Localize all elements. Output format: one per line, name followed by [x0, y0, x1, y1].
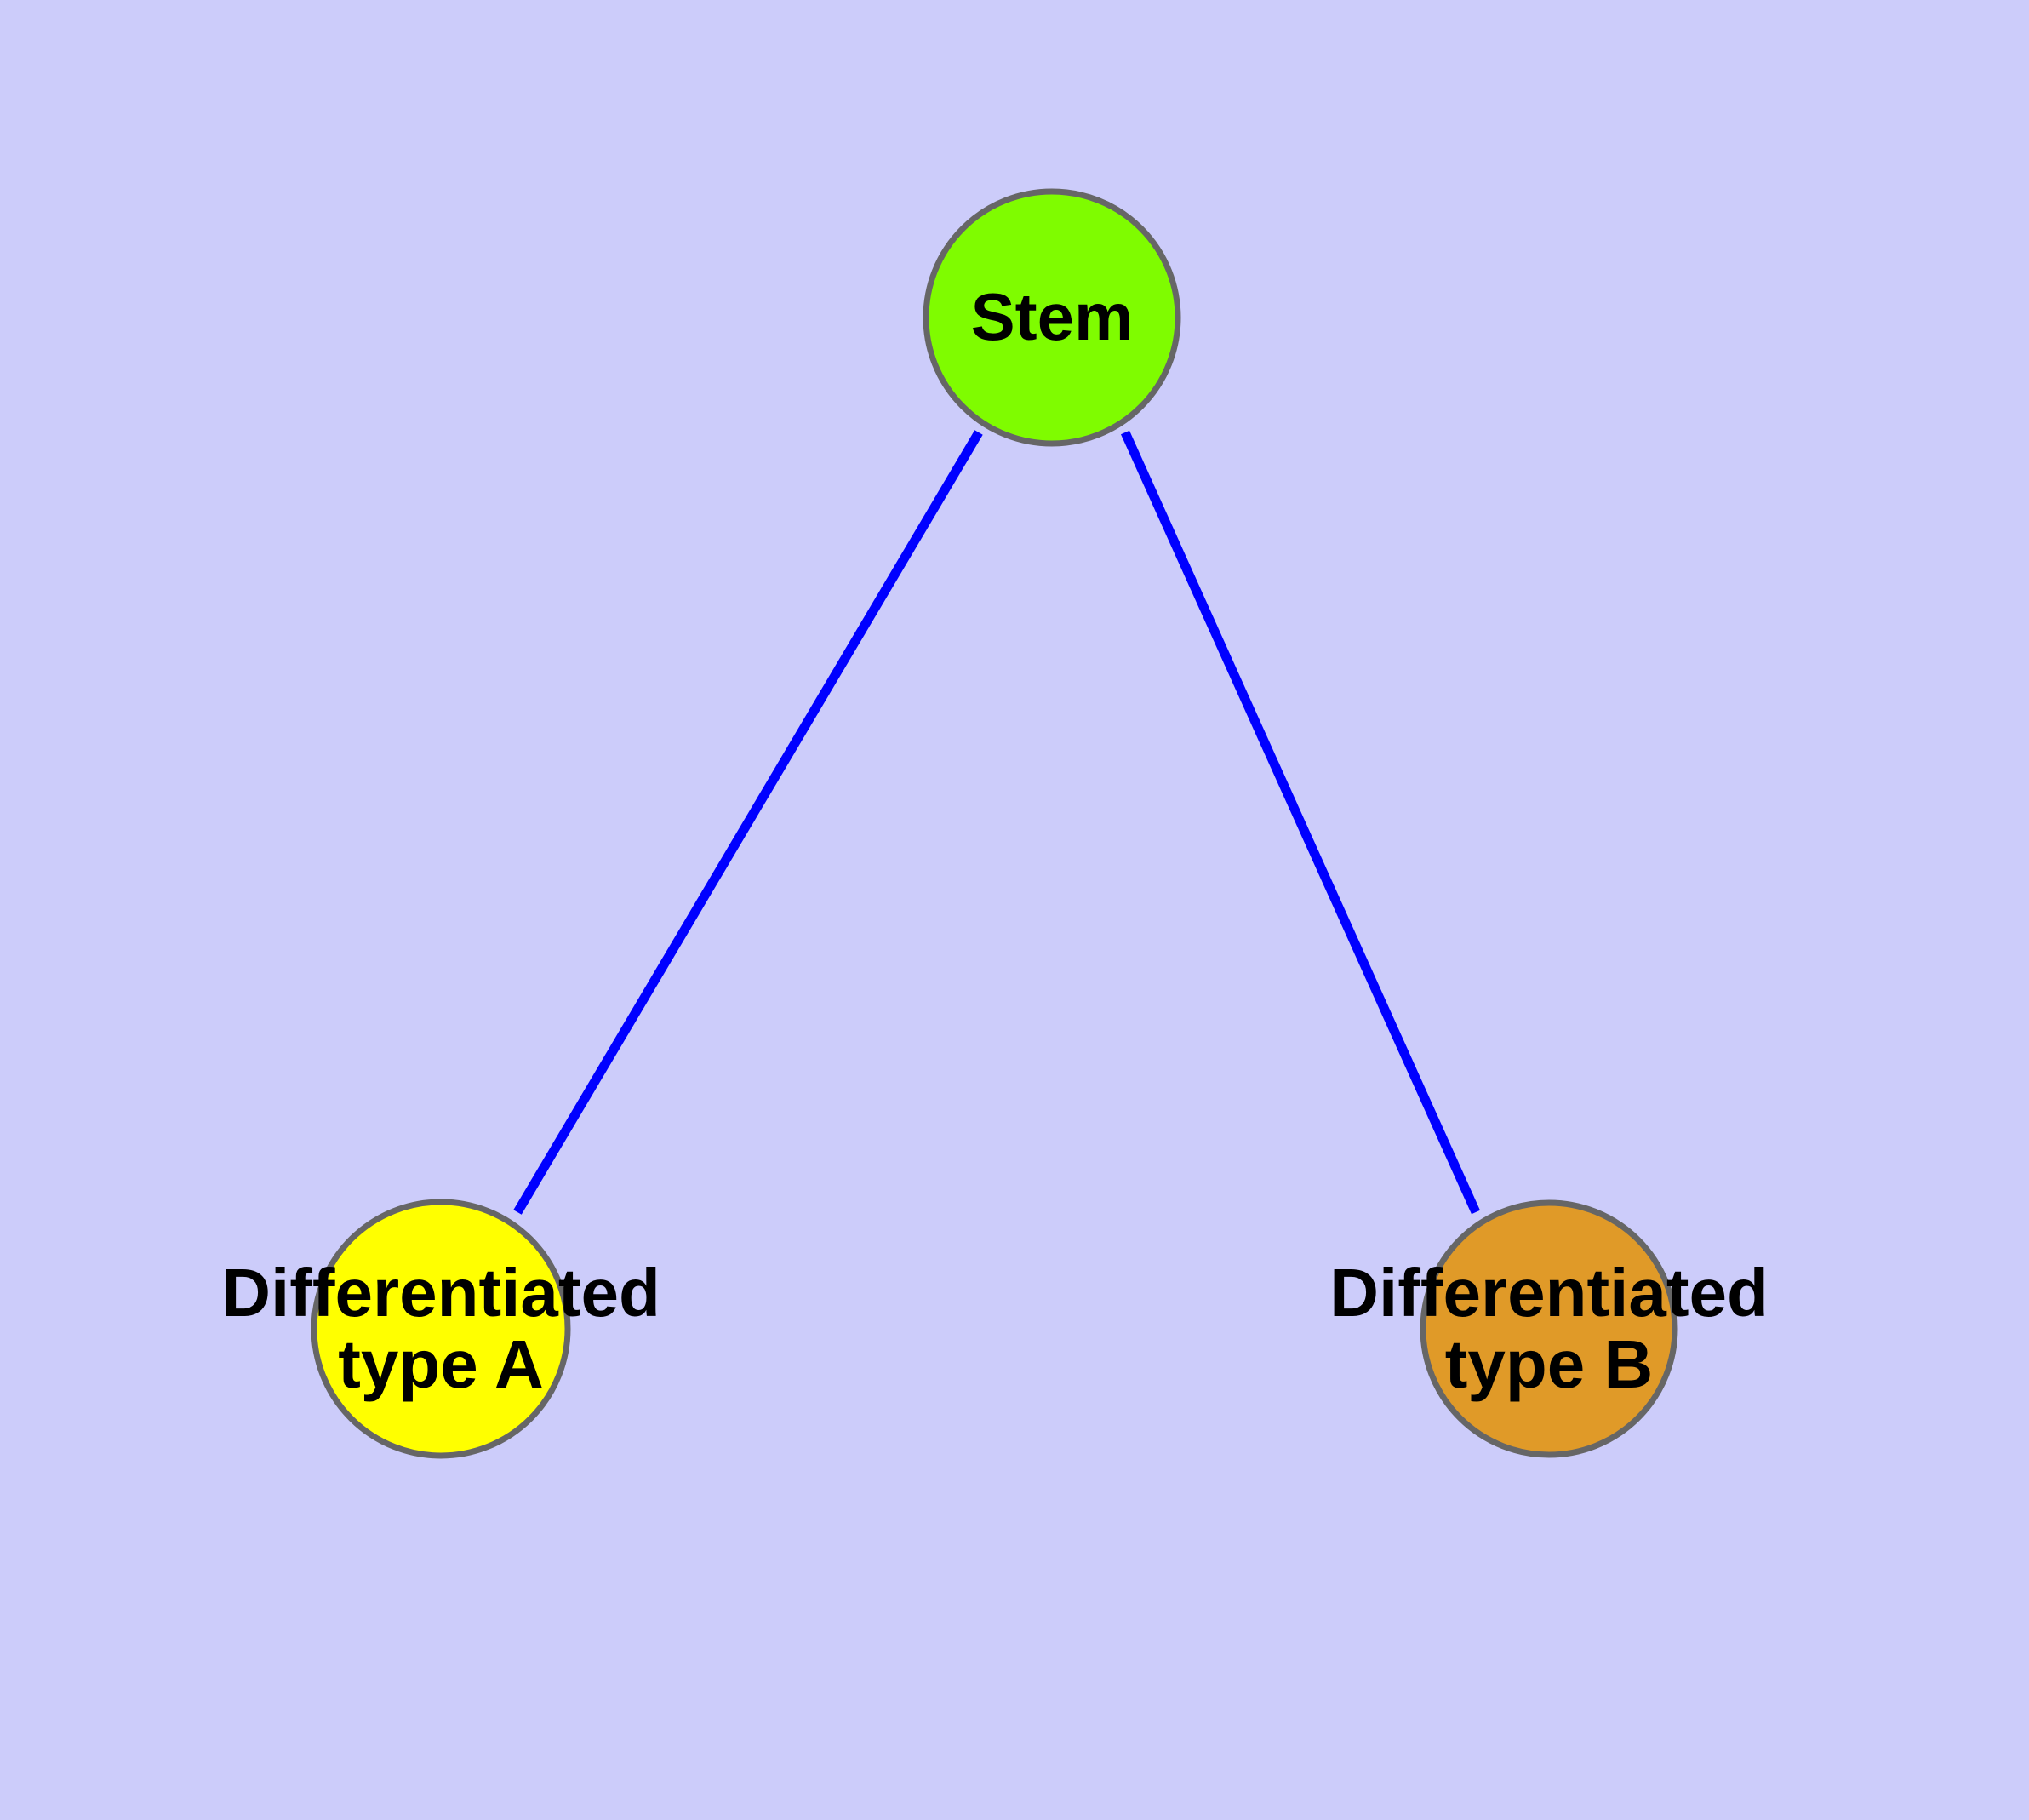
node-layer [311, 188, 1678, 1459]
edge-stem-to-diff-a[interactable] [513, 430, 983, 1215]
node-differentiated-type-a[interactable] [311, 1199, 571, 1459]
edge-layer [513, 430, 1481, 1215]
node-differentiated-type-b[interactable] [1420, 1199, 1678, 1458]
node-stem[interactable] [923, 188, 1181, 447]
edge-stem-to-diff-b[interactable] [1120, 430, 1481, 1215]
